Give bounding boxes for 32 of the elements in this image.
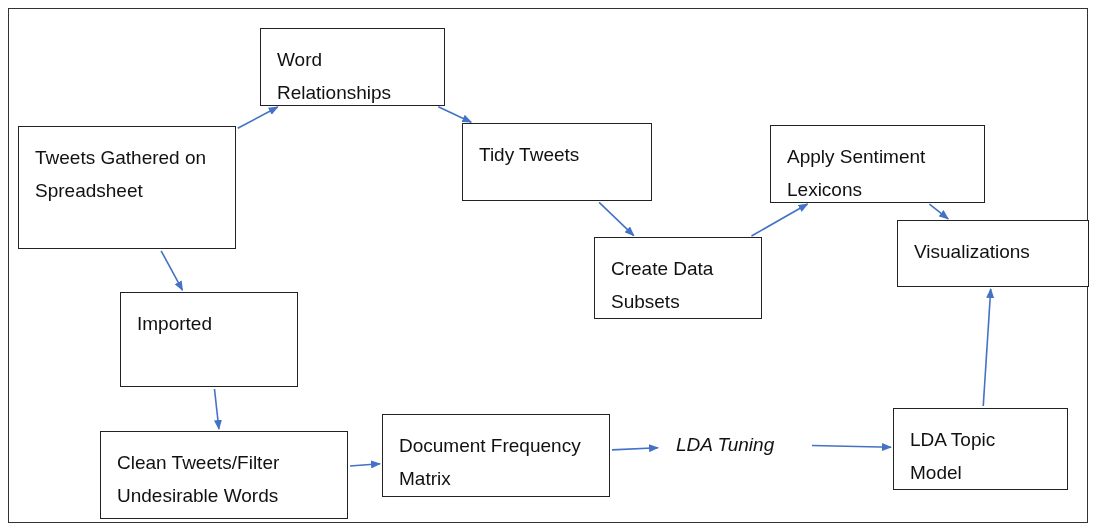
process-box <box>260 28 445 106</box>
step-label: Tweets Gathered on Spreadsheet <box>35 146 208 204</box>
process-box <box>18 126 236 249</box>
step-label: Apply Sentiment Lexicons <box>787 145 927 203</box>
arrow <box>750 203 809 237</box>
arrow <box>437 106 473 123</box>
arrow <box>349 460 381 469</box>
process-box <box>594 237 762 319</box>
arrow <box>160 249 184 292</box>
process-box <box>897 220 1089 287</box>
arrow <box>598 201 635 237</box>
step-label: Word Relationships <box>277 48 393 106</box>
process-box <box>382 414 610 497</box>
arrow <box>213 388 222 430</box>
step-label: LDA Tuning <box>676 433 776 457</box>
arrow <box>611 444 659 453</box>
process-box <box>770 125 985 203</box>
step-label: Document Frequency Matrix <box>399 434 582 492</box>
process-box <box>893 408 1068 490</box>
step-label: Tidy Tweets <box>479 143 581 167</box>
arrow <box>811 443 892 451</box>
step-label: Clean Tweets/Filter Undesirable Words <box>117 451 281 509</box>
arrow <box>236 106 279 130</box>
process-box <box>100 431 348 519</box>
step-label: Visualizations <box>914 240 1031 264</box>
step-label: Create Data Subsets <box>611 257 715 315</box>
process-box <box>120 292 298 387</box>
process-box <box>462 123 652 201</box>
arrow <box>928 203 949 220</box>
arrow <box>982 288 995 407</box>
step-label: LDA Topic Model <box>910 428 997 486</box>
step-label: Imported <box>137 312 213 336</box>
